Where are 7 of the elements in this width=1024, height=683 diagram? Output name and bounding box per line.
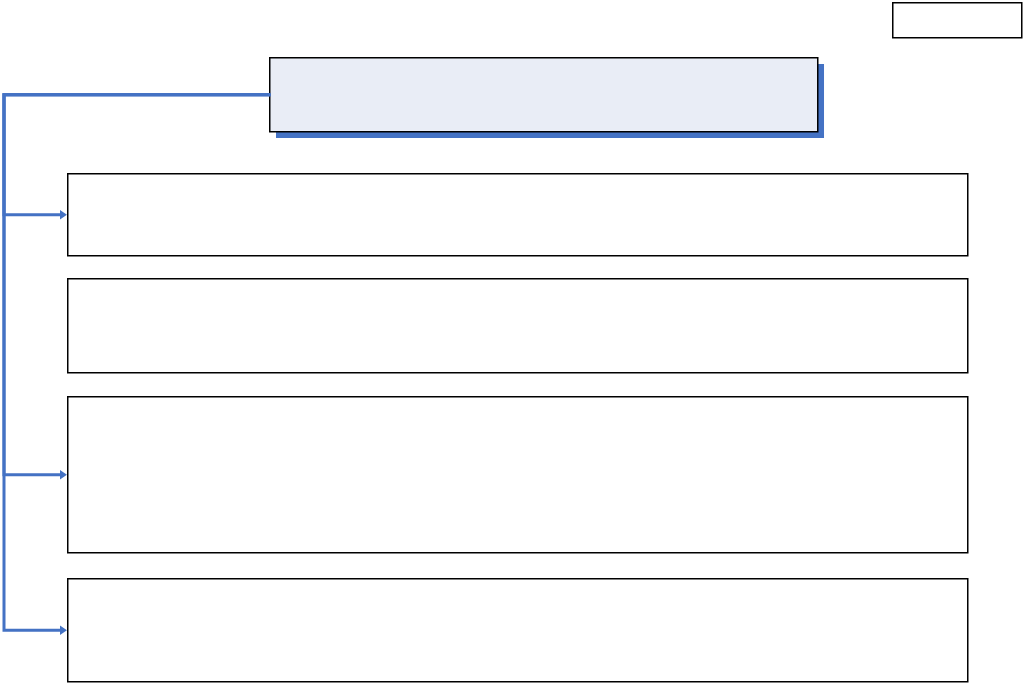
arrow	[2, 93, 271, 635]
empty-box	[892, 2, 1023, 39]
empty-box	[67, 396, 969, 554]
empty-box	[67, 578, 969, 683]
empty-box	[67, 278, 969, 374]
empty-box	[67, 173, 969, 257]
shadowed-box	[269, 57, 824, 138]
